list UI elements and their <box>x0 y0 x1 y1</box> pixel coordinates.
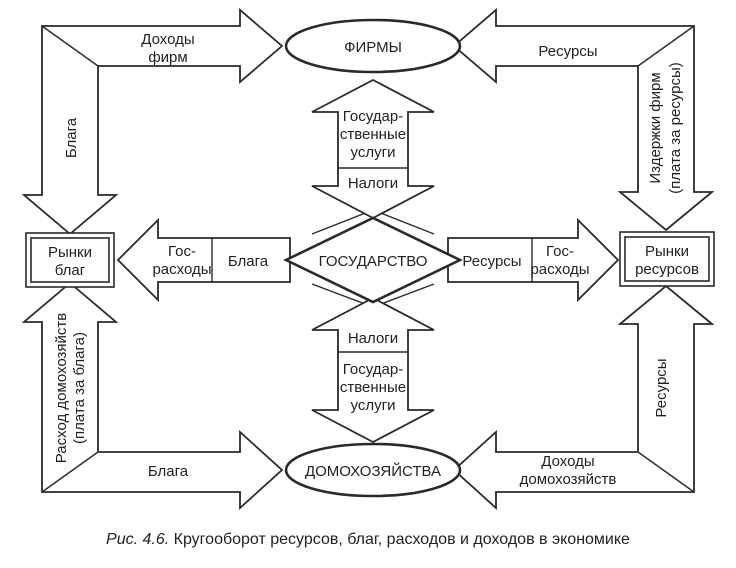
label-household-income: Доходы домохозяйств <box>520 453 617 488</box>
node-resources-market: Рынки ресурсов <box>619 231 715 287</box>
label-household-spending: Расход домохозяйств (плата за блага) <box>53 313 88 463</box>
label-gov-spending-left: Гос- расходы <box>152 243 211 278</box>
label-taxes-bottom: Налоги <box>348 330 398 347</box>
svg-text:благ: благ <box>55 262 86 279</box>
svg-text:Рынки: Рынки <box>48 244 92 261</box>
svg-text:(плата за ресурсы): (плата за ресурсы) <box>667 62 684 194</box>
svg-text:расходы: расходы <box>530 261 589 278</box>
label-goods-mid: Блага <box>228 253 269 270</box>
label-goods-bottom: Блага <box>148 463 189 480</box>
arrow-state-households <box>311 296 435 444</box>
svg-text:Государ-: Государ- <box>343 108 403 125</box>
node-firms <box>284 18 462 74</box>
svg-text:Издержки фирм: Издержки фирм <box>647 72 664 183</box>
label-gov-services-bottom: Государ- ственные услуги <box>340 361 406 414</box>
svg-text:Гос-: Гос- <box>546 243 574 260</box>
svg-text:фирм: фирм <box>148 49 187 66</box>
figure-number: Рис. 4.6. <box>106 531 170 548</box>
label-firm-income: Доходы фирм <box>141 31 194 66</box>
label-firm-costs: Издержки фирм (плата за ресурсы) <box>647 62 684 194</box>
arrow-corner-fold <box>41 451 99 493</box>
svg-text:домохозяйств: домохозяйств <box>520 471 617 488</box>
svg-text:Рынки: Рынки <box>645 243 689 260</box>
svg-text:(плата за блага): (плата за блага) <box>71 332 88 444</box>
svg-text:ресурсов: ресурсов <box>635 261 699 278</box>
svg-text:услуги: услуги <box>351 144 396 161</box>
label-taxes-top: Налоги <box>348 175 398 192</box>
label-gov-spending-right: Гос- расходы <box>530 243 589 278</box>
label-resources-top: Ресурсы <box>538 43 597 60</box>
svg-text:услуги: услуги <box>351 397 396 414</box>
svg-text:Расход домохозяйств: Расход домохозяйств <box>53 313 70 463</box>
svg-text:ственные: ственные <box>340 379 406 396</box>
svg-text:Государ-: Государ- <box>343 361 403 378</box>
arrow-corner-fold <box>637 451 695 493</box>
svg-text:Гос-: Гос- <box>168 243 196 260</box>
label-resources-right: Ресурсы <box>653 358 670 417</box>
label-resources-mid: Ресурсы <box>462 253 521 270</box>
node-goods-market: Рынки благ <box>25 232 115 288</box>
svg-text:ственные: ственные <box>340 126 406 143</box>
label-gov-services-top: Государ- ственные услуги <box>340 108 406 161</box>
svg-text:расходы: расходы <box>152 261 211 278</box>
node-households <box>284 442 462 498</box>
node-firms-label: ФИРМЫ <box>344 39 402 56</box>
node-state <box>283 216 463 304</box>
node-households-label: ДОМОХОЗЯЙСТВА <box>305 462 441 480</box>
node-state-label: ГОСУДАРСТВО <box>319 253 428 270</box>
figure-caption-text: Кругооборот ресурсов, благ, расходов и д… <box>173 531 630 548</box>
svg-text:Доходы: Доходы <box>141 31 194 48</box>
label-goods-left: Блага <box>63 117 80 158</box>
arrow-corner-fold <box>41 25 99 67</box>
arrow-corner-fold <box>637 25 695 67</box>
figure-caption: Рис. 4.6. Кругооборот ресурсов, благ, ра… <box>0 531 736 549</box>
svg-text:Доходы: Доходы <box>541 453 594 470</box>
